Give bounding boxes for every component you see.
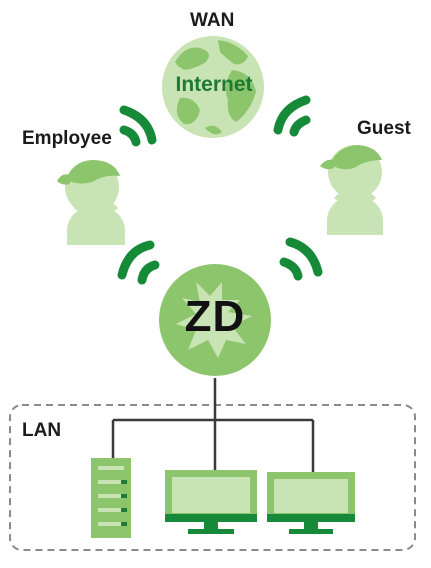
internet-globe-icon	[162, 36, 264, 138]
guest-person-icon	[320, 145, 383, 235]
employee-label: Employee	[22, 128, 112, 149]
monitor-1-icon	[165, 470, 257, 534]
zd-controller-icon	[159, 264, 271, 376]
wifi-signal-zd-right-icon	[279, 237, 323, 281]
lan-label: LAN	[22, 420, 62, 441]
guest-label: Guest	[357, 118, 411, 139]
wan-label: WAN	[190, 10, 235, 31]
internet-label: Internet	[175, 73, 253, 96]
lan-connection-lines	[111, 378, 315, 472]
zd-label: ZD	[184, 292, 246, 341]
employee-person-icon	[57, 160, 125, 245]
server-tower-icon	[91, 458, 131, 538]
wifi-signal-wan-right-icon	[273, 95, 311, 137]
wifi-signal-wan-left-icon	[119, 105, 157, 147]
monitor-2-icon	[267, 472, 355, 534]
lan-boundary	[9, 404, 416, 551]
wifi-signal-zd-left-icon	[117, 240, 160, 285]
